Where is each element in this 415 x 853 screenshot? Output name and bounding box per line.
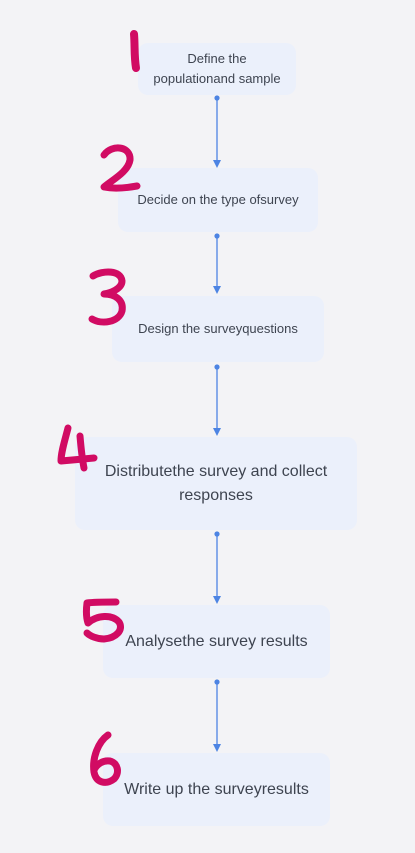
step-3-box: Design the surveyquestions bbox=[112, 296, 324, 362]
connector-4-5 bbox=[213, 531, 221, 604]
arrow-down-icon bbox=[213, 596, 221, 604]
step-6-box: Write up the surveyresults bbox=[103, 753, 330, 826]
step-2-box: Decide on the type ofsurvey bbox=[118, 168, 318, 232]
step-3-label: Design the surveyquestions bbox=[138, 321, 298, 336]
step-4-box: Distributethe survey and collect respons… bbox=[75, 437, 357, 530]
step-5-label: Analysethe survey results bbox=[125, 632, 308, 650]
connector-1-2 bbox=[213, 95, 221, 168]
step-2-label: Decide on the type ofsurvey bbox=[137, 192, 299, 207]
arrow-down-icon bbox=[213, 428, 221, 436]
arrow-down-icon bbox=[213, 160, 221, 168]
connector-3-4 bbox=[213, 364, 221, 436]
connector-5-6 bbox=[213, 679, 221, 752]
step-5-box: Analysethe survey results bbox=[103, 605, 330, 678]
step-6-label: Write up the surveyresults bbox=[124, 780, 309, 798]
step-1-number bbox=[130, 30, 140, 72]
arrow-down-icon bbox=[213, 286, 221, 294]
arrow-down-icon bbox=[213, 744, 221, 752]
connector-2-3 bbox=[213, 233, 221, 294]
step-1-label: Define the populationand sample bbox=[153, 51, 281, 86]
step-4-label: Distributethe survey and collect respons… bbox=[104, 462, 328, 504]
step-1-box: Define the populationand sample bbox=[138, 43, 296, 95]
